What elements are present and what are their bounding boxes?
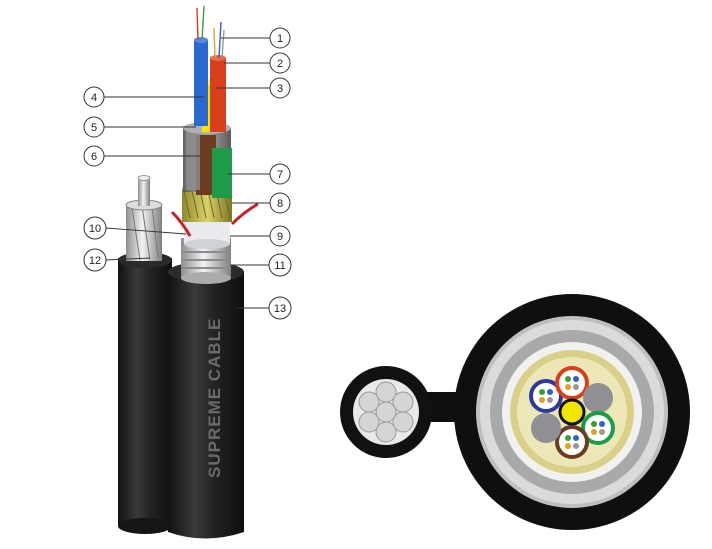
callout-7: 7 xyxy=(269,163,291,185)
svg-text:3: 3 xyxy=(277,83,283,95)
callout-11: 11 xyxy=(268,253,292,277)
callout-3: 3 xyxy=(269,77,291,99)
tube-red xyxy=(210,55,226,132)
callout-leaders xyxy=(104,37,270,309)
ripcord-left xyxy=(170,210,192,237)
svg-text:7: 7 xyxy=(277,169,283,181)
svg-text:6: 6 xyxy=(91,151,97,163)
callout-9: 9 xyxy=(269,225,291,247)
messenger-sheath xyxy=(118,252,172,534)
brand-text: SUPREME CABLE xyxy=(205,318,224,478)
callout-5: 5 xyxy=(83,116,105,138)
callout-8: 8 xyxy=(269,192,291,214)
callout-12: 12 xyxy=(83,248,107,272)
callout-1: 1 xyxy=(269,27,291,49)
messenger-steel-wire xyxy=(125,175,163,261)
loose-tubes xyxy=(183,122,232,198)
svg-text:13: 13 xyxy=(274,303,286,315)
svg-text:12: 12 xyxy=(89,255,101,267)
callout-13: 13 xyxy=(268,296,292,320)
svg-text:4: 4 xyxy=(91,92,97,104)
cross-section-tubes xyxy=(529,366,615,459)
callout-2: 2 xyxy=(269,52,291,74)
callout-10: 10 xyxy=(83,216,107,240)
cross-section-messenger xyxy=(340,366,470,458)
svg-text:2: 2 xyxy=(277,58,283,70)
svg-text:9: 9 xyxy=(277,231,283,243)
water-blocking-tape xyxy=(184,218,230,249)
svg-text:11: 11 xyxy=(274,260,285,272)
callout-6: 6 xyxy=(83,145,105,167)
cutaway-view: SUPREME CABLE xyxy=(118,5,259,539)
ripcord-right xyxy=(230,202,259,226)
tube-blue xyxy=(194,37,208,126)
svg-text:5: 5 xyxy=(91,122,97,134)
optical-fibers xyxy=(196,5,225,59)
svg-text:10: 10 xyxy=(89,223,101,235)
fiber-dots xyxy=(539,376,605,449)
outer-sheath: SUPREME CABLE xyxy=(168,262,244,539)
cross-section-view xyxy=(340,294,690,530)
callout-4: 4 xyxy=(83,86,105,108)
svg-text:8: 8 xyxy=(277,198,283,210)
svg-text:1: 1 xyxy=(277,33,283,45)
